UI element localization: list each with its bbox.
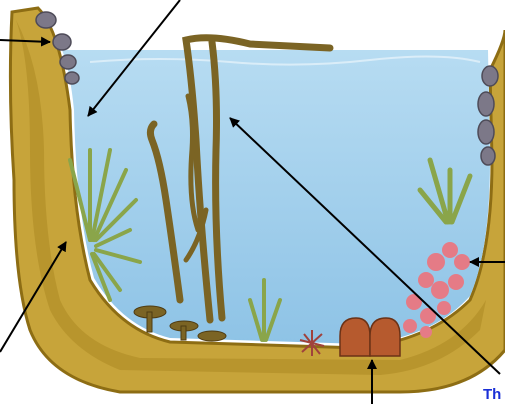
corner-label: Th bbox=[483, 386, 501, 403]
